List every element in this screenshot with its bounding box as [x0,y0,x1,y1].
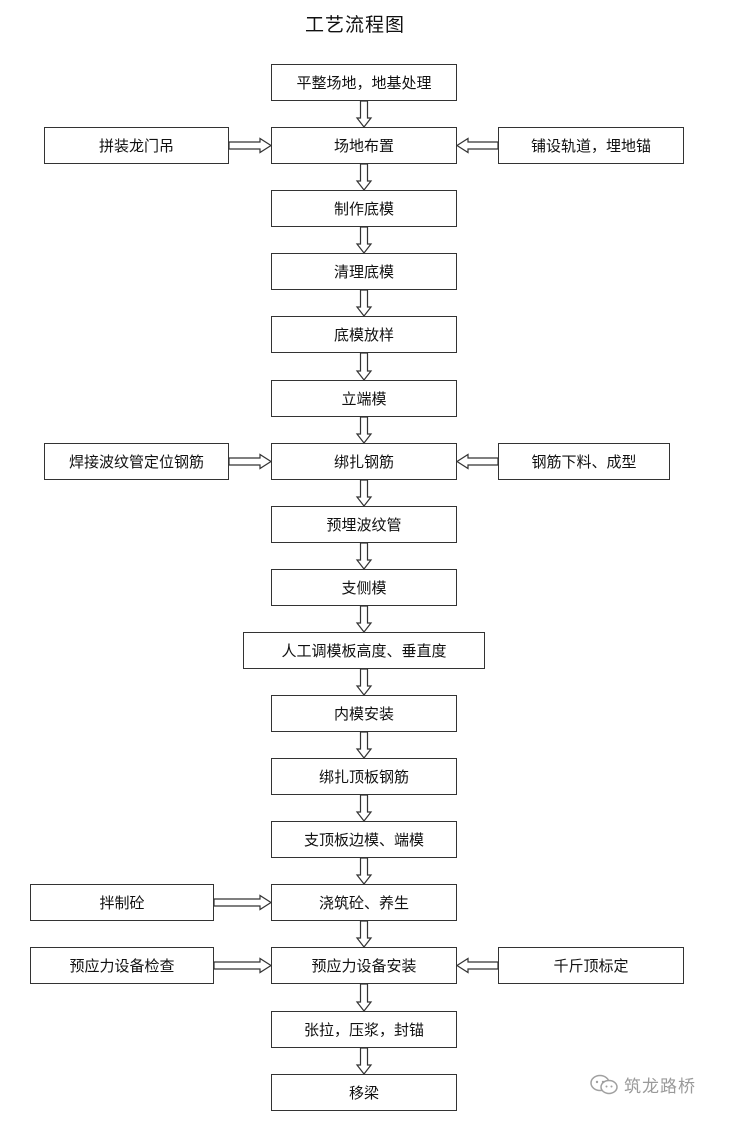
watermark-text: 筑龙路桥 [624,1077,696,1097]
process-step-label: 张拉，压浆，封锚 [303,1021,424,1039]
side-input-right-label: 铺设轨道，埋地锚 [530,137,651,155]
process-step-label: 预埋波纹管 [326,516,402,534]
process-step-label: 清理底模 [333,263,394,281]
input-arrow-right [213,957,273,974]
side-input-left-label: 焊接波纹管定位钢筋 [68,453,204,471]
input-arrow-right [213,894,273,911]
process-step: 支顶板边模、端模 [271,821,457,858]
side-input-left: 拼装龙门吊 [44,127,229,164]
process-step-label: 立端模 [341,390,387,408]
process-step: 清理底模 [271,253,457,290]
process-step: 底模放样 [271,316,457,353]
side-input-right: 铺设轨道，埋地锚 [498,127,684,164]
process-step: 支侧模 [271,569,457,606]
process-step: 绑扎顶板钢筋 [271,758,457,795]
process-step-label: 底模放样 [333,326,394,344]
process-step: 人工调模板高度、垂直度 [243,632,485,669]
flow-arrow-down [355,100,373,128]
flow-arrow-down [355,163,373,191]
process-step: 场地布置 [271,127,457,164]
side-input-left-label: 预应力设备检查 [69,957,175,975]
process-step: 立端模 [271,380,457,417]
process-step-label: 平整场地，地基处理 [296,74,432,92]
flow-arrow-down [355,416,373,444]
process-step-label: 制作底模 [333,200,394,218]
process-step: 内模安装 [271,695,457,732]
input-arrow-right [228,137,273,154]
process-step: 张拉，压浆，封锚 [271,1011,457,1048]
process-step-label: 场地布置 [333,137,394,155]
process-step-label: 绑扎顶板钢筋 [318,768,409,786]
process-step-label: 绑扎钢筋 [333,453,394,471]
process-step: 浇筑砼、养生 [271,884,457,921]
flow-arrow-down [355,1047,373,1075]
process-step: 平整场地，地基处理 [271,64,457,101]
diagram-title: 工艺流程图 [304,14,405,36]
chat-bubble-icon [590,1074,618,1096]
input-arrow-left [455,453,499,470]
side-input-right-label: 钢筋下料、成型 [531,453,637,471]
flow-arrow-down [355,479,373,507]
side-input-left-label: 拌制砼 [99,894,145,912]
flow-arrow-down [355,794,373,822]
flow-arrow-down [355,352,373,381]
process-step: 预埋波纹管 [271,506,457,543]
input-arrow-left [455,137,499,154]
flow-arrow-down [355,542,373,570]
process-step-label: 内模安装 [333,705,394,723]
input-arrow-left [455,957,499,974]
process-step-label: 移梁 [348,1084,379,1102]
side-input-right-label: 千斤顶标定 [553,957,629,975]
flow-arrow-down [355,983,373,1012]
side-input-left-label: 拼装龙门吊 [98,137,174,155]
flow-arrow-down [355,226,373,254]
process-step: 预应力设备安装 [271,947,457,984]
process-step-label: 支顶板边模、端模 [303,831,424,849]
side-input-right: 钢筋下料、成型 [498,443,670,480]
process-step-label: 人工调模板高度、垂直度 [281,642,447,660]
process-step-label: 支侧模 [341,579,387,597]
process-step: 移梁 [271,1074,457,1111]
flow-arrow-down [355,289,373,317]
process-step-label: 预应力设备安装 [311,957,417,975]
flow-arrow-down [355,668,373,696]
process-step-label: 浇筑砼、养生 [318,894,409,912]
flow-arrow-down [355,605,373,633]
flow-arrow-down [355,920,373,948]
flow-arrow-down [355,731,373,759]
process-step: 绑扎钢筋 [271,443,457,480]
process-step: 制作底模 [271,190,457,227]
input-arrow-right [228,453,273,470]
flow-arrow-down [355,857,373,885]
watermark: 筑龙路桥 [590,1072,696,1097]
side-input-left: 拌制砼 [30,884,214,921]
side-input-right: 千斤顶标定 [498,947,684,984]
side-input-left: 焊接波纹管定位钢筋 [44,443,229,480]
side-input-left: 预应力设备检查 [30,947,214,984]
